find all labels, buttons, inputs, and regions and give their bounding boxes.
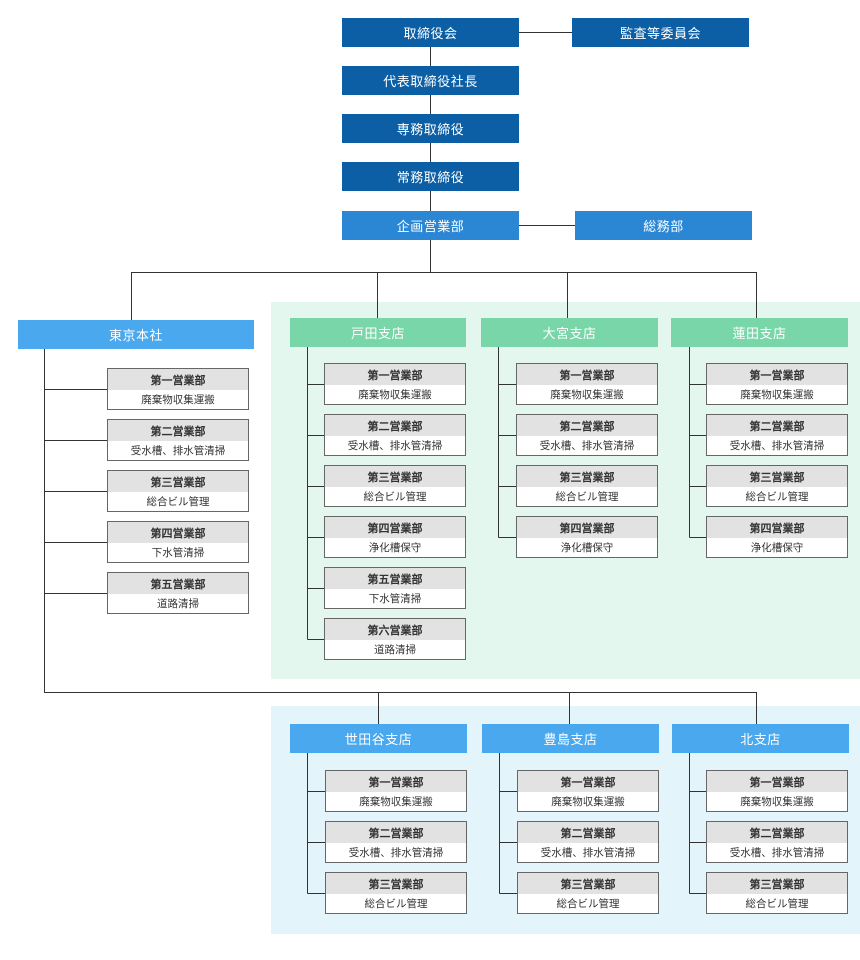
dept-description: 廃棄物収集運搬 (359, 796, 433, 808)
dept-name: 第一営業部 (707, 364, 847, 385)
planning-dept-box: 企画営業部 (342, 211, 519, 240)
dept-name: 第二営業部 (707, 822, 847, 843)
dept-name: 第四営業部 (707, 517, 847, 538)
dept-description: 総合ビル管理 (363, 491, 427, 503)
dept-box: 第三営業部総合ビル管理 (325, 872, 467, 914)
dept-name: 第三営業部 (707, 466, 847, 487)
dept-box: 第四営業部浄化槽保守 (706, 516, 848, 558)
dept-description: 総合ビル管理 (364, 898, 428, 910)
dept-box: 第三営業部総合ビル管理 (517, 872, 659, 914)
dept-name: 第一営業部 (518, 771, 658, 792)
dept-box: 第二営業部受水槽、排水管清掃 (706, 821, 848, 863)
dept-description: 道路清掃 (374, 644, 416, 656)
dept-description: 受水槽、排水管清掃 (729, 847, 825, 859)
dept-name: 第三営業部 (707, 873, 847, 894)
dept-description: 廃棄物収集運搬 (550, 389, 624, 401)
dept-box: 第三営業部総合ビル管理 (706, 465, 848, 507)
dept-name: 第六営業部 (325, 619, 465, 640)
dept-name: 第一営業部 (707, 771, 847, 792)
dept-name: 第一営業部 (108, 369, 248, 390)
dept-box: 第一営業部廃棄物収集運搬 (324, 363, 466, 405)
dept-description: 総合ビル管理 (556, 898, 620, 910)
dept-box: 第一営業部廃棄物収集運搬 (517, 770, 659, 812)
dept-name: 第二営業部 (517, 415, 657, 436)
branch-box-hasuda: 蓮田支店 (671, 318, 848, 347)
dept-name: 第二営業部 (108, 420, 248, 441)
dept-description: 廃棄物収集運搬 (358, 389, 432, 401)
dept-name: 第四営業部 (108, 522, 248, 543)
dept-box: 第三営業部総合ビル管理 (107, 470, 249, 512)
dept-box: 第一営業部廃棄物収集運搬 (107, 368, 249, 410)
dept-name: 第一営業部 (326, 771, 466, 792)
dept-name: 第四営業部 (325, 517, 465, 538)
dept-description: 浄化槽保守 (560, 542, 614, 554)
dept-description: 廃棄物収集運搬 (551, 796, 625, 808)
dept-box: 第三営業部総合ビル管理 (324, 465, 466, 507)
president-box: 代表取締役社長 (342, 66, 519, 95)
dept-box: 第六営業部道路清掃 (324, 618, 466, 660)
dept-box: 第一営業部廃棄物収集運搬 (325, 770, 467, 812)
dept-name: 第三営業部 (517, 466, 657, 487)
dept-description: 浄化槽保守 (368, 542, 422, 554)
dept-box: 第四営業部浄化槽保守 (516, 516, 658, 558)
dept-description: 廃棄物収集運搬 (740, 389, 814, 401)
dept-name: 第一営業部 (517, 364, 657, 385)
branch-box-toda: 戸田支店 (290, 318, 466, 347)
dept-box: 第四営業部下水管清掃 (107, 521, 249, 563)
dept-description: 受水槽、排水管清掃 (347, 440, 443, 452)
dept-box: 第二営業部受水槽、排水管清掃 (325, 821, 467, 863)
branch-box-toshima: 豊島支店 (482, 724, 659, 753)
dept-box: 第四営業部浄化槽保守 (324, 516, 466, 558)
dept-description: 総合ビル管理 (146, 496, 210, 508)
dept-name: 第三営業部 (325, 466, 465, 487)
dept-description: 道路清掃 (157, 598, 199, 610)
dept-box: 第一営業部廃棄物収集運搬 (706, 770, 848, 812)
branch-box-kita: 北支店 (672, 724, 849, 753)
general-affairs-box: 総務部 (575, 211, 752, 240)
dept-box: 第二営業部受水槽、排水管清掃 (706, 414, 848, 456)
dept-box: 第二営業部受水槽、排水管清掃 (516, 414, 658, 456)
dept-name: 第三営業部 (326, 873, 466, 894)
dept-name: 第五営業部 (325, 568, 465, 589)
dept-name: 第二営業部 (326, 822, 466, 843)
branch-box-setagaya: 世田谷支店 (290, 724, 467, 753)
dept-name: 第二営業部 (325, 415, 465, 436)
dept-description: 廃棄物収集運搬 (141, 394, 215, 406)
dept-description: 下水管清掃 (368, 593, 422, 605)
dept-description: 受水槽、排水管清掃 (130, 445, 226, 457)
dept-name: 第四営業部 (517, 517, 657, 538)
branch-box-omiya: 大宮支店 (481, 318, 658, 347)
dept-name: 第二営業部 (518, 822, 658, 843)
dept-box: 第五営業部道路清掃 (107, 572, 249, 614)
board-box: 取締役会 (342, 18, 519, 47)
dept-box: 第一営業部廃棄物収集運搬 (516, 363, 658, 405)
dept-box: 第一営業部廃棄物収集運搬 (706, 363, 848, 405)
dept-description: 受水槽、排水管清掃 (540, 847, 636, 859)
audit-committee-box: 監査等委員会 (572, 18, 749, 47)
dept-name: 第二営業部 (707, 415, 847, 436)
dept-name: 第三営業部 (108, 471, 248, 492)
dept-description: 廃棄物収集運搬 (740, 796, 814, 808)
senior-director-box: 専務取締役 (342, 114, 519, 143)
managing-director-box: 常務取締役 (342, 162, 519, 191)
dept-description: 受水槽、排水管清掃 (729, 440, 825, 452)
dept-box: 第二営業部受水槽、排水管清掃 (517, 821, 659, 863)
dept-box: 第五営業部下水管清掃 (324, 567, 466, 609)
dept-box: 第三営業部総合ビル管理 (706, 872, 848, 914)
dept-name: 第一営業部 (325, 364, 465, 385)
dept-description: 浄化槽保守 (750, 542, 804, 554)
dept-description: 総合ビル管理 (745, 491, 809, 503)
dept-box: 第二営業部受水槽、排水管清掃 (324, 414, 466, 456)
dept-name: 第五営業部 (108, 573, 248, 594)
dept-box: 第三営業部総合ビル管理 (516, 465, 658, 507)
dept-description: 総合ビル管理 (745, 898, 809, 910)
dept-description: 下水管清掃 (151, 547, 205, 559)
dept-description: 受水槽、排水管清掃 (348, 847, 444, 859)
dept-description: 総合ビル管理 (555, 491, 619, 503)
dept-box: 第二営業部受水槽、排水管清掃 (107, 419, 249, 461)
dept-description: 受水槽、排水管清掃 (539, 440, 635, 452)
dept-name: 第三営業部 (518, 873, 658, 894)
branch-box-tokyo: 東京本社 (18, 320, 254, 349)
